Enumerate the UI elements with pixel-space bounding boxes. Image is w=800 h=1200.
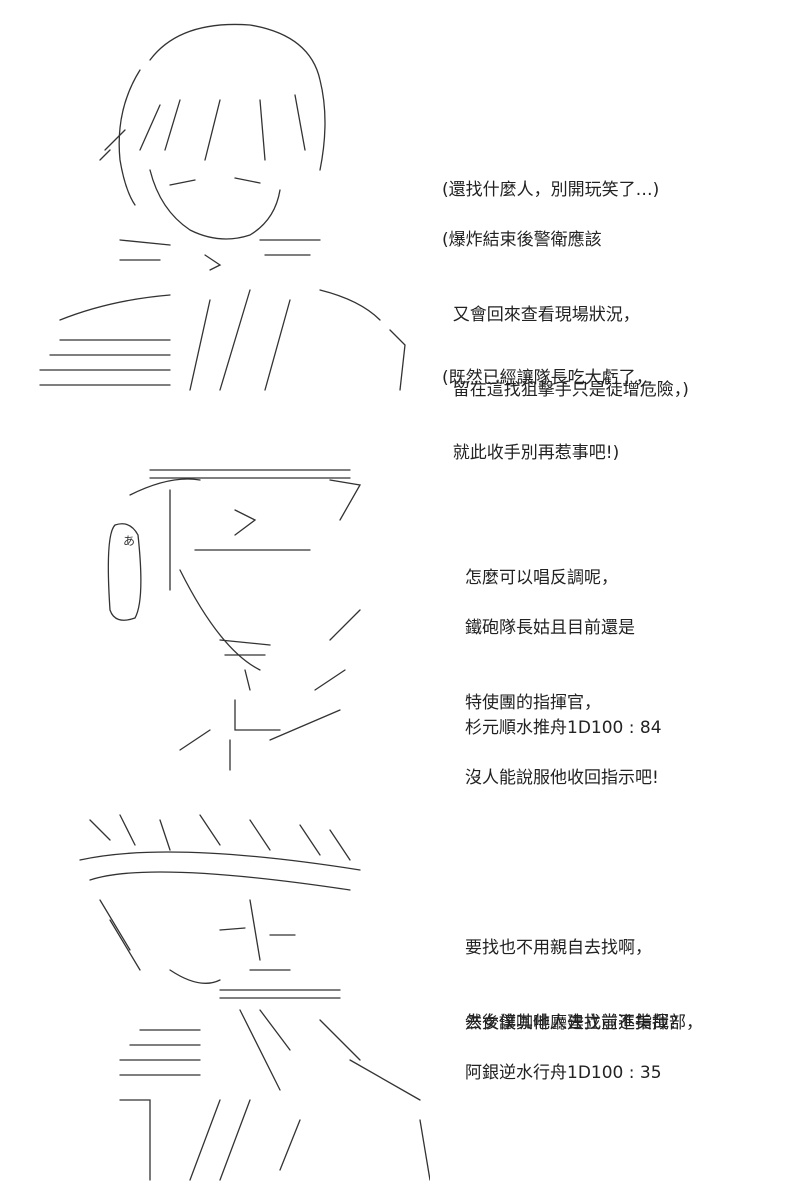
panel-1: (還找什麼人，別開玩笑了…) (爆炸結束後警衛應該 又會回來查看現場狀況， 留在… bbox=[0, 0, 800, 463]
caption-line: 又會回來查看現場狀況， bbox=[442, 305, 640, 325]
ascii-art-character-1 bbox=[20, 0, 430, 420]
caption-line: 怎麼可以唱反調呢， bbox=[465, 568, 618, 588]
caption-group-2c: 杉元順水推舟1D100 : 84 bbox=[465, 666, 662, 791]
caption-line: 鐵砲隊長姑且目前還是 bbox=[465, 618, 635, 638]
caption-group-1a: (還找什麼人，別開玩笑了…) bbox=[442, 128, 659, 253]
caption-group-3b: 然後讓其他人去找豈不美哉? bbox=[465, 961, 678, 1086]
caption-line: 沒人能說服他收回指示吧! bbox=[465, 768, 659, 788]
caption-group-2a: 怎麼可以唱反調呢， bbox=[465, 516, 618, 641]
caption-line: (爆炸結束後警衛應該 bbox=[442, 230, 602, 250]
caption-group-1c: (既然已經讓隊長吃大虧了， 就此收手別再惹事吧!) bbox=[442, 316, 653, 516]
caption-line: 阿銀逆水行舟1D100 : 35 bbox=[465, 1063, 662, 1083]
caption-group-3a: 要找也不用親自去找啊， 去女僕咖啡廳建立前進指揮部， bbox=[465, 886, 703, 1086]
caption-line: 杉元順水推舟1D100 : 84 bbox=[465, 718, 662, 738]
character-sketch-3 bbox=[79, 814, 430, 1181]
caption-group-2b: 鐵砲隊長姑且目前還是 特使團的指揮官， 沒人能說服他收回指示吧! bbox=[465, 566, 659, 841]
panel-3: 要找也不用親自去找啊， 去女僕咖啡廳建立前進指揮部， 然後讓其他人去找豈不美哉?… bbox=[0, 800, 800, 1200]
caption-group-3c: 阿銀逆水行舟1D100 : 35 bbox=[465, 1011, 662, 1136]
caption-line: 留在這找狙擊手只是徒增危險，) bbox=[442, 380, 689, 400]
panel-2: あ 怎麼可以唱反調呢， 鐵砲隊長姑且目前還是 特使團的指揮官， 沒人能說服他收回… bbox=[0, 440, 800, 800]
caption-line: 去女僕咖啡廳建立前進指揮部， bbox=[465, 1013, 703, 1033]
character-sketch-2: あ bbox=[107, 469, 362, 771]
character-sketch-1 bbox=[39, 23, 406, 391]
caption-line: 特使團的指揮官， bbox=[465, 693, 601, 713]
caption-line: 要找也不用親自去找啊， bbox=[465, 938, 652, 958]
bubble-glyph: あ bbox=[123, 534, 135, 548]
ascii-art-character-2: あ bbox=[20, 440, 430, 800]
caption-line: 然後讓其他人去找豈不美哉? bbox=[465, 1013, 679, 1033]
caption-line: 就此收手別再惹事吧!) bbox=[442, 443, 620, 463]
caption-line: (還找什麼人，別開玩笑了…) bbox=[442, 180, 660, 200]
caption-line: (既然已經讓隊長吃大虧了， bbox=[442, 368, 653, 388]
ascii-art-character-3 bbox=[20, 800, 430, 1200]
caption-group-1b: (爆炸結束後警衛應該 又會回來查看現場狀況， 留在這找狙擊手只是徒增危險，) bbox=[442, 178, 689, 453]
